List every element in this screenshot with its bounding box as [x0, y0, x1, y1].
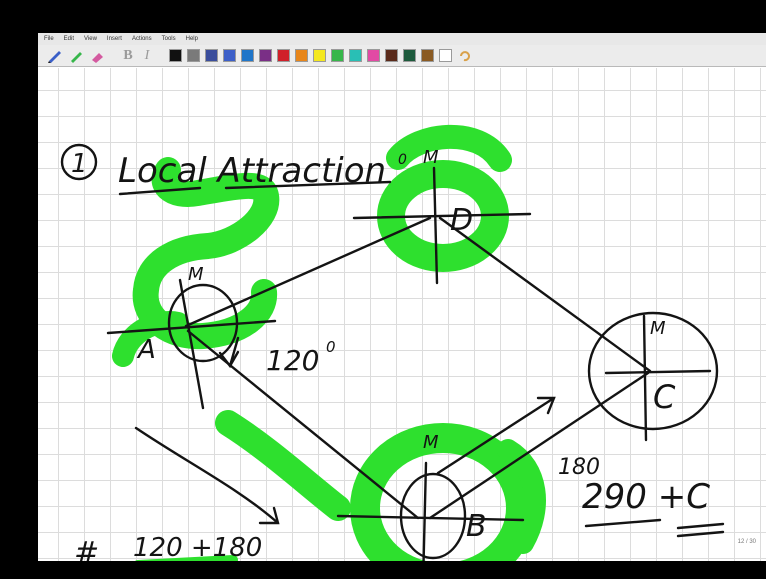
ink-strokes — [60, 143, 725, 561]
page-indicator: 12 / 30 — [737, 539, 756, 545]
title-superscript: 0 — [398, 152, 407, 168]
italic-button[interactable]: I — [144, 47, 150, 63]
highlighter-tool[interactable] — [67, 48, 85, 64]
color-swatch-6[interactable] — [277, 49, 290, 62]
menu-view[interactable]: View — [84, 36, 97, 42]
bearing-290-label: 290 +C — [582, 477, 710, 517]
toolbar: B I — [38, 45, 766, 67]
menu-help[interactable]: Help — [185, 36, 198, 42]
eraser-tool[interactable] — [88, 48, 106, 64]
station-b-label: B — [466, 509, 487, 544]
color-swatch-0[interactable] — [169, 49, 182, 62]
undo-icon — [460, 50, 470, 61]
menu-insert[interactable]: Insert — [106, 36, 122, 42]
undo-button[interactable] — [455, 48, 473, 64]
meridian-c: M — [650, 318, 666, 339]
station-a-label: A — [136, 335, 156, 365]
station-d-label: D — [450, 203, 473, 238]
color-swatch-14[interactable] — [421, 49, 434, 62]
menu-actions[interactable]: Actions — [131, 36, 152, 42]
whiteboard-app: File Edit View Insert Actions Tools Help… — [38, 33, 766, 561]
color-swatch-10[interactable] — [349, 49, 362, 62]
meridian-a: M — [188, 264, 204, 285]
station-c-label: C — [653, 378, 676, 416]
color-swatch-2[interactable] — [205, 49, 218, 62]
color-swatch-5[interactable] — [259, 49, 272, 62]
color-palette — [169, 49, 452, 62]
bearing-180-label: 180 — [558, 455, 600, 480]
menu-bar: File Edit View Insert Actions Tools Help — [38, 33, 766, 45]
color-swatch-7[interactable] — [295, 49, 308, 62]
color-swatch-3[interactable] — [223, 49, 236, 62]
highlighter-icon — [71, 51, 82, 63]
menu-file[interactable]: File — [44, 36, 54, 42]
title-number: 1 — [71, 149, 88, 179]
title-text: Local Attraction — [118, 151, 386, 191]
handwritten-text: 1 Local Attraction 0 M D M A 120 0 M C M… — [71, 147, 710, 561]
color-swatch-12[interactable] — [385, 49, 398, 62]
eraser-icon — [92, 52, 103, 63]
angle-120-label: 120 — [266, 344, 319, 377]
pen-icon — [48, 50, 61, 63]
color-swatch-1[interactable] — [187, 49, 200, 62]
bold-button[interactable]: B — [123, 47, 133, 63]
meridian-d: M — [423, 147, 439, 168]
formula-prefix: # — [74, 536, 99, 561]
handwritten-diagram: 1 Local Attraction 0 M D M A 120 0 M C M… — [60, 124, 725, 561]
color-swatch-13[interactable] — [403, 49, 416, 62]
drawing-canvas[interactable]: 1 Local Attraction 0 M D M A 120 0 M C M… — [38, 68, 766, 561]
menu-tools[interactable]: Tools — [161, 36, 176, 42]
meridian-b: M — [423, 432, 439, 453]
angle-degree: 0 — [326, 338, 336, 356]
color-swatch-15[interactable] — [439, 49, 452, 62]
color-swatch-11[interactable] — [367, 49, 380, 62]
pen-tool[interactable] — [46, 48, 64, 64]
formula-text: 120 +180 — [133, 533, 262, 561]
color-swatch-9[interactable] — [331, 49, 344, 62]
color-swatch-4[interactable] — [241, 49, 254, 62]
color-swatch-8[interactable] — [313, 49, 326, 62]
menu-edit[interactable]: Edit — [63, 36, 75, 42]
